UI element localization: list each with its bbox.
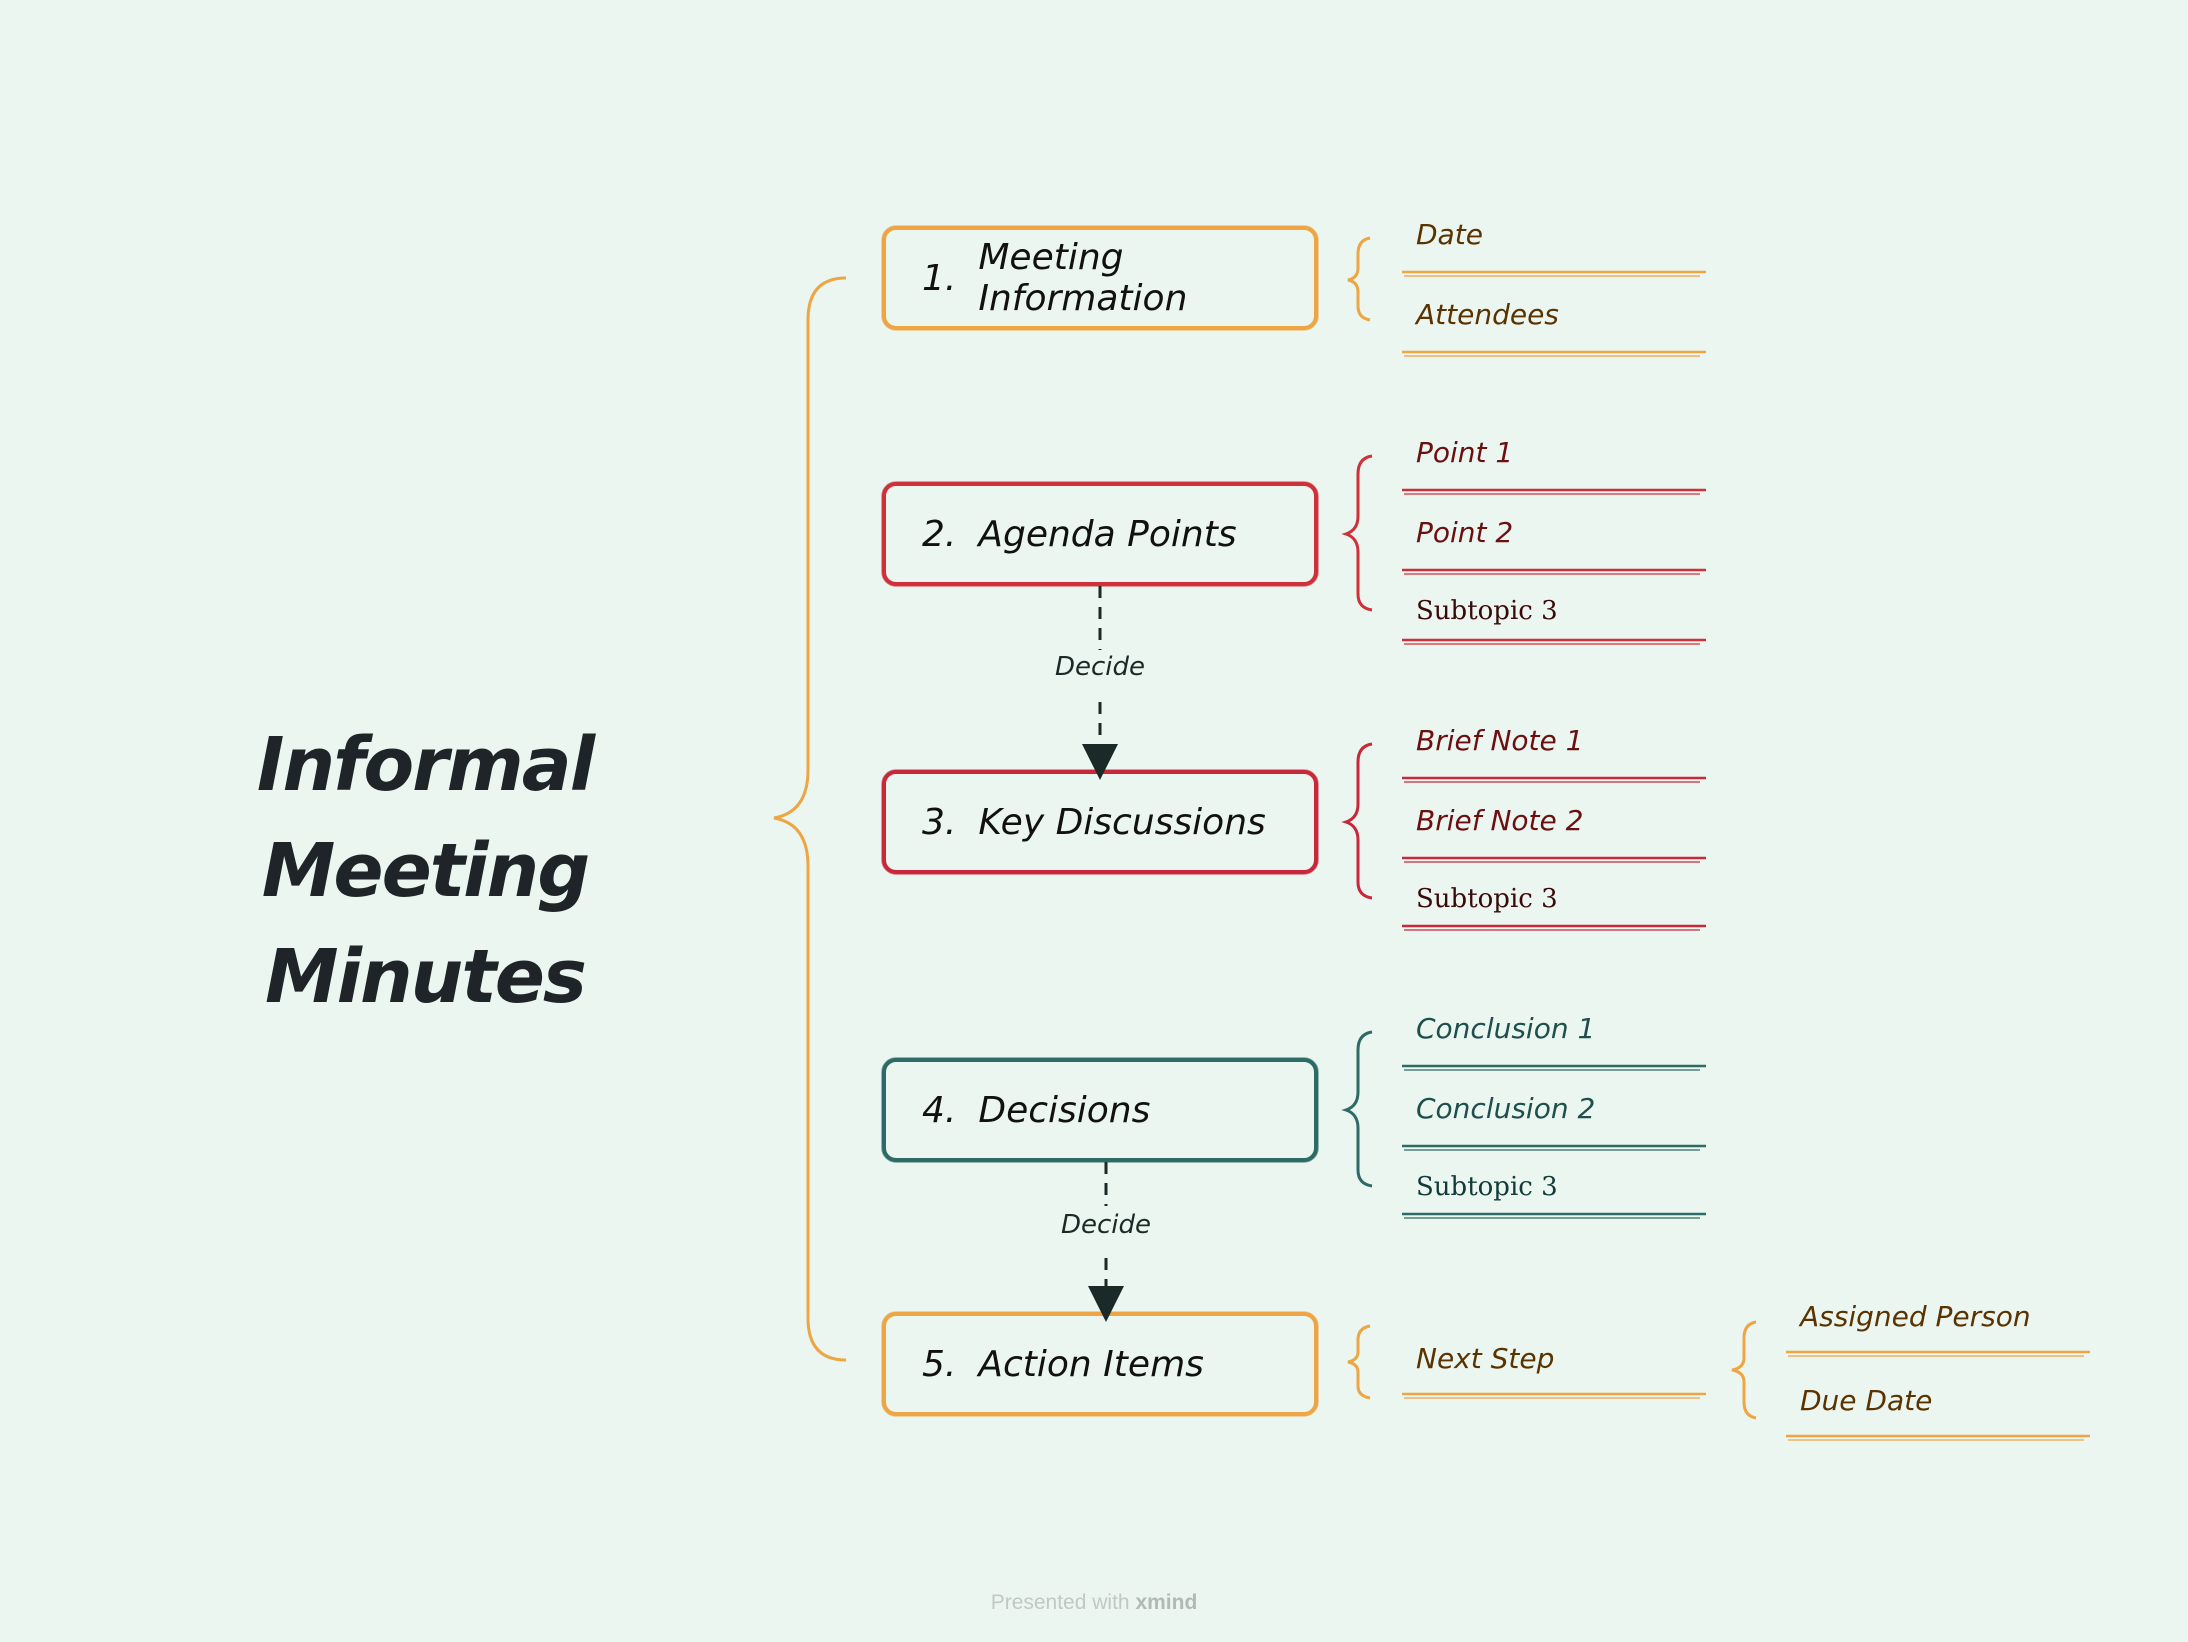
subtopic-3-decisions[interactable]: Subtopic 3 xyxy=(1416,1172,1558,1202)
underlines-topic-4 xyxy=(1402,1064,1706,1219)
subtopic-brief-note-2[interactable]: Brief Note 2 xyxy=(1416,804,1584,837)
brace-topic-1 xyxy=(1347,236,1371,322)
brace-topic-5 xyxy=(1347,1324,1371,1400)
topic-label: Action Items xyxy=(978,1343,1204,1385)
subtopic-point-2[interactable]: Point 2 xyxy=(1416,516,1514,549)
topic-label: Decisions xyxy=(978,1089,1151,1131)
relationship-label-decide-2[interactable]: Decide xyxy=(1036,1210,1176,1240)
root-title-line-2: Meeting Minutes xyxy=(261,828,590,1020)
subtopic-conclusion-2[interactable]: Conclusion 2 xyxy=(1416,1092,1596,1125)
subtopic-attendees[interactable]: Attendees xyxy=(1416,298,1559,331)
footer-watermark: Presented with xmind xyxy=(0,1591,2188,1615)
topic-decisions[interactable]: 4. Decisions xyxy=(884,1062,1316,1158)
topic-label: Meeting Information xyxy=(978,237,1188,319)
subtopic-conclusion-1[interactable]: Conclusion 1 xyxy=(1416,1012,1596,1045)
topic-box-1-outline xyxy=(881,225,1319,331)
underlines-topic-2 xyxy=(1402,488,1706,645)
brace-topic-2 xyxy=(1341,454,1373,612)
topic-meeting-information[interactable]: 1. Meeting Information xyxy=(884,230,1316,326)
root-title[interactable]: Informal Meeting Minutes xyxy=(140,712,710,1030)
subtopic-next-step[interactable]: Next Step xyxy=(1416,1342,1555,1375)
topic-number: 4. xyxy=(922,1089,957,1131)
topic-box-4-outline xyxy=(881,1057,1319,1163)
subtopic-date[interactable]: Date xyxy=(1416,218,1483,251)
topic-label: Agenda Points xyxy=(978,513,1237,555)
brace-topic-3 xyxy=(1341,742,1373,900)
underlines-topic-3 xyxy=(1402,776,1706,931)
topic-label: Key Discussions xyxy=(978,801,1266,843)
root-brace xyxy=(773,276,847,1362)
subtopic-3-discussions[interactable]: Subtopic 3 xyxy=(1416,884,1558,914)
topic-agenda-points[interactable]: 2. Agenda Points xyxy=(884,486,1316,582)
underlines-topic-1 xyxy=(1402,270,1706,357)
brace-topic-4 xyxy=(1341,1030,1373,1188)
topic-number: 1. xyxy=(922,257,957,299)
underlines-topic-5 xyxy=(1402,1350,2090,1441)
root-title-line-1: Informal xyxy=(256,722,595,808)
subtopic-assigned-person[interactable]: Assigned Person xyxy=(1800,1300,2031,1333)
topic-action-items[interactable]: 5. Action Items xyxy=(884,1316,1316,1412)
topic-number: 2. xyxy=(922,513,957,555)
brace-next-step xyxy=(1731,1320,1757,1420)
topic-key-discussions[interactable]: 3. Key Discussions xyxy=(884,774,1316,870)
relationship-label-decide-1[interactable]: Decide xyxy=(1030,652,1170,682)
topic-number: 3. xyxy=(922,801,957,843)
footer-prefix: Presented with xyxy=(990,1591,1130,1614)
topic-number: 5. xyxy=(922,1343,957,1385)
subtopic-point-1[interactable]: Point 1 xyxy=(1416,436,1514,469)
footer-brand: xmind xyxy=(1135,1591,1198,1614)
subtopic-brief-note-1[interactable]: Brief Note 1 xyxy=(1416,724,1584,757)
subtopic-due-date[interactable]: Due Date xyxy=(1800,1384,1933,1417)
subtopic-3-agenda[interactable]: Subtopic 3 xyxy=(1416,596,1558,626)
